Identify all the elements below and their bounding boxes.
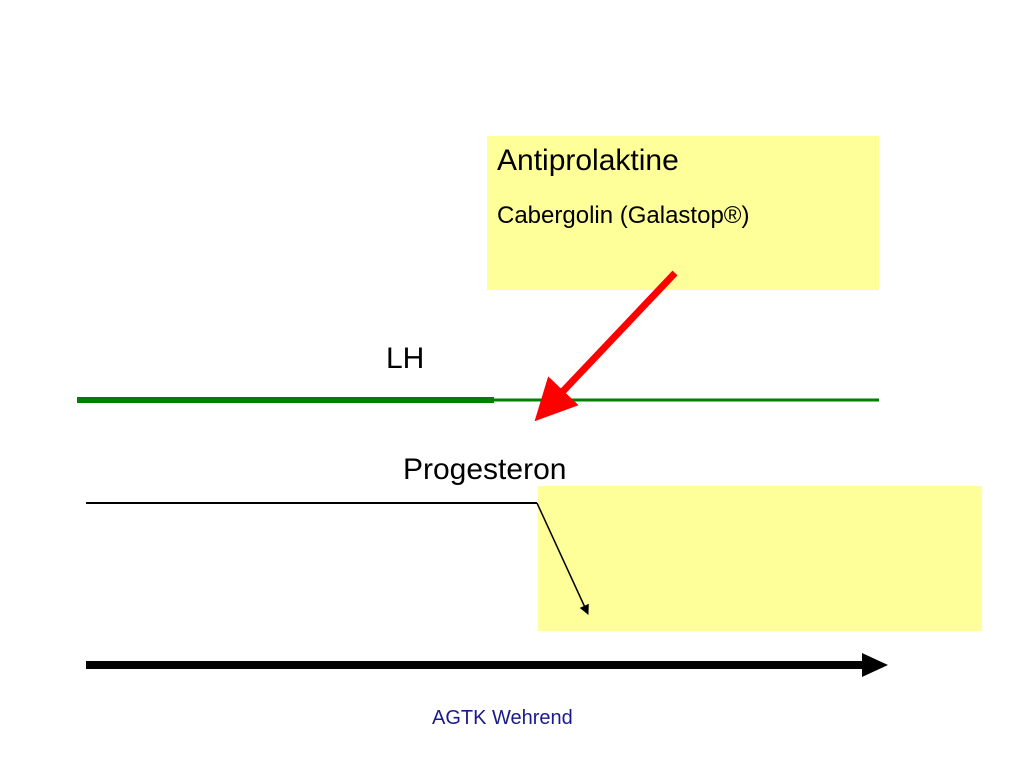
- effect-box: [538, 486, 982, 631]
- time-axis-arrowhead: [862, 653, 888, 677]
- lh-label: LH: [386, 342, 425, 375]
- drug-class-label: Antiprolaktine: [497, 144, 679, 177]
- drug-name-label: Cabergolin (Galastop®): [497, 202, 750, 229]
- drug-box: [487, 136, 879, 290]
- footer-credit: AGTK Wehrend: [432, 707, 573, 729]
- progesteron-label: Progesteron: [403, 453, 567, 486]
- red-arrow: [534, 270, 678, 422]
- progesteron-decline-arrow: [536, 502, 589, 615]
